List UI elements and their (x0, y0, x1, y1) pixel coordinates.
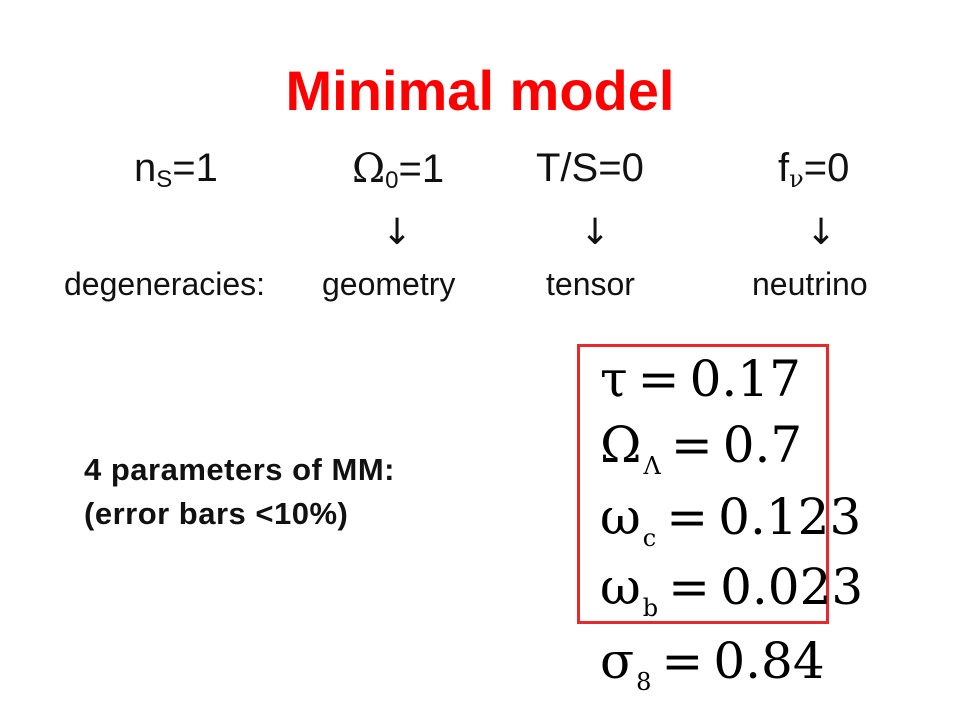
down-arrow-icon: ↓ (382, 212, 413, 253)
degeneracy-tensor: tensor (546, 266, 635, 302)
equation-tau: τ=0.17 (600, 350, 801, 408)
equation-omega-lambda: ΩΛ=0.7 (600, 416, 803, 480)
equation-omega-c: ωc=0.123 (600, 488, 862, 552)
down-arrow-icon: ↓ (580, 212, 611, 253)
parameters-note: 4 parameters of MM: (error bars <10%) (84, 448, 395, 536)
parameters-note-line2: (error bars <10%) (84, 496, 349, 531)
assumption-fnu: fν=0 (778, 146, 850, 193)
degeneracies-label: degeneracies: (64, 266, 266, 302)
equation-sigma8: σ8=0.84 (600, 632, 825, 696)
assumption-ns: nS=1 (134, 146, 218, 193)
parameters-note-line1: 4 parameters of MM: (84, 452, 395, 487)
equation-omega-b: ωb=0.023 (600, 558, 864, 622)
slide-title: Minimal model (285, 59, 675, 122)
parameters-box (577, 344, 829, 624)
down-arrow-icon: ↓ (806, 212, 837, 253)
assumption-omega0: Ω0=1 (352, 146, 445, 194)
assumption-ts: T/S=0 (536, 146, 644, 190)
degeneracy-geometry: geometry (322, 266, 456, 302)
degeneracy-neutrino: neutrino (752, 266, 868, 302)
